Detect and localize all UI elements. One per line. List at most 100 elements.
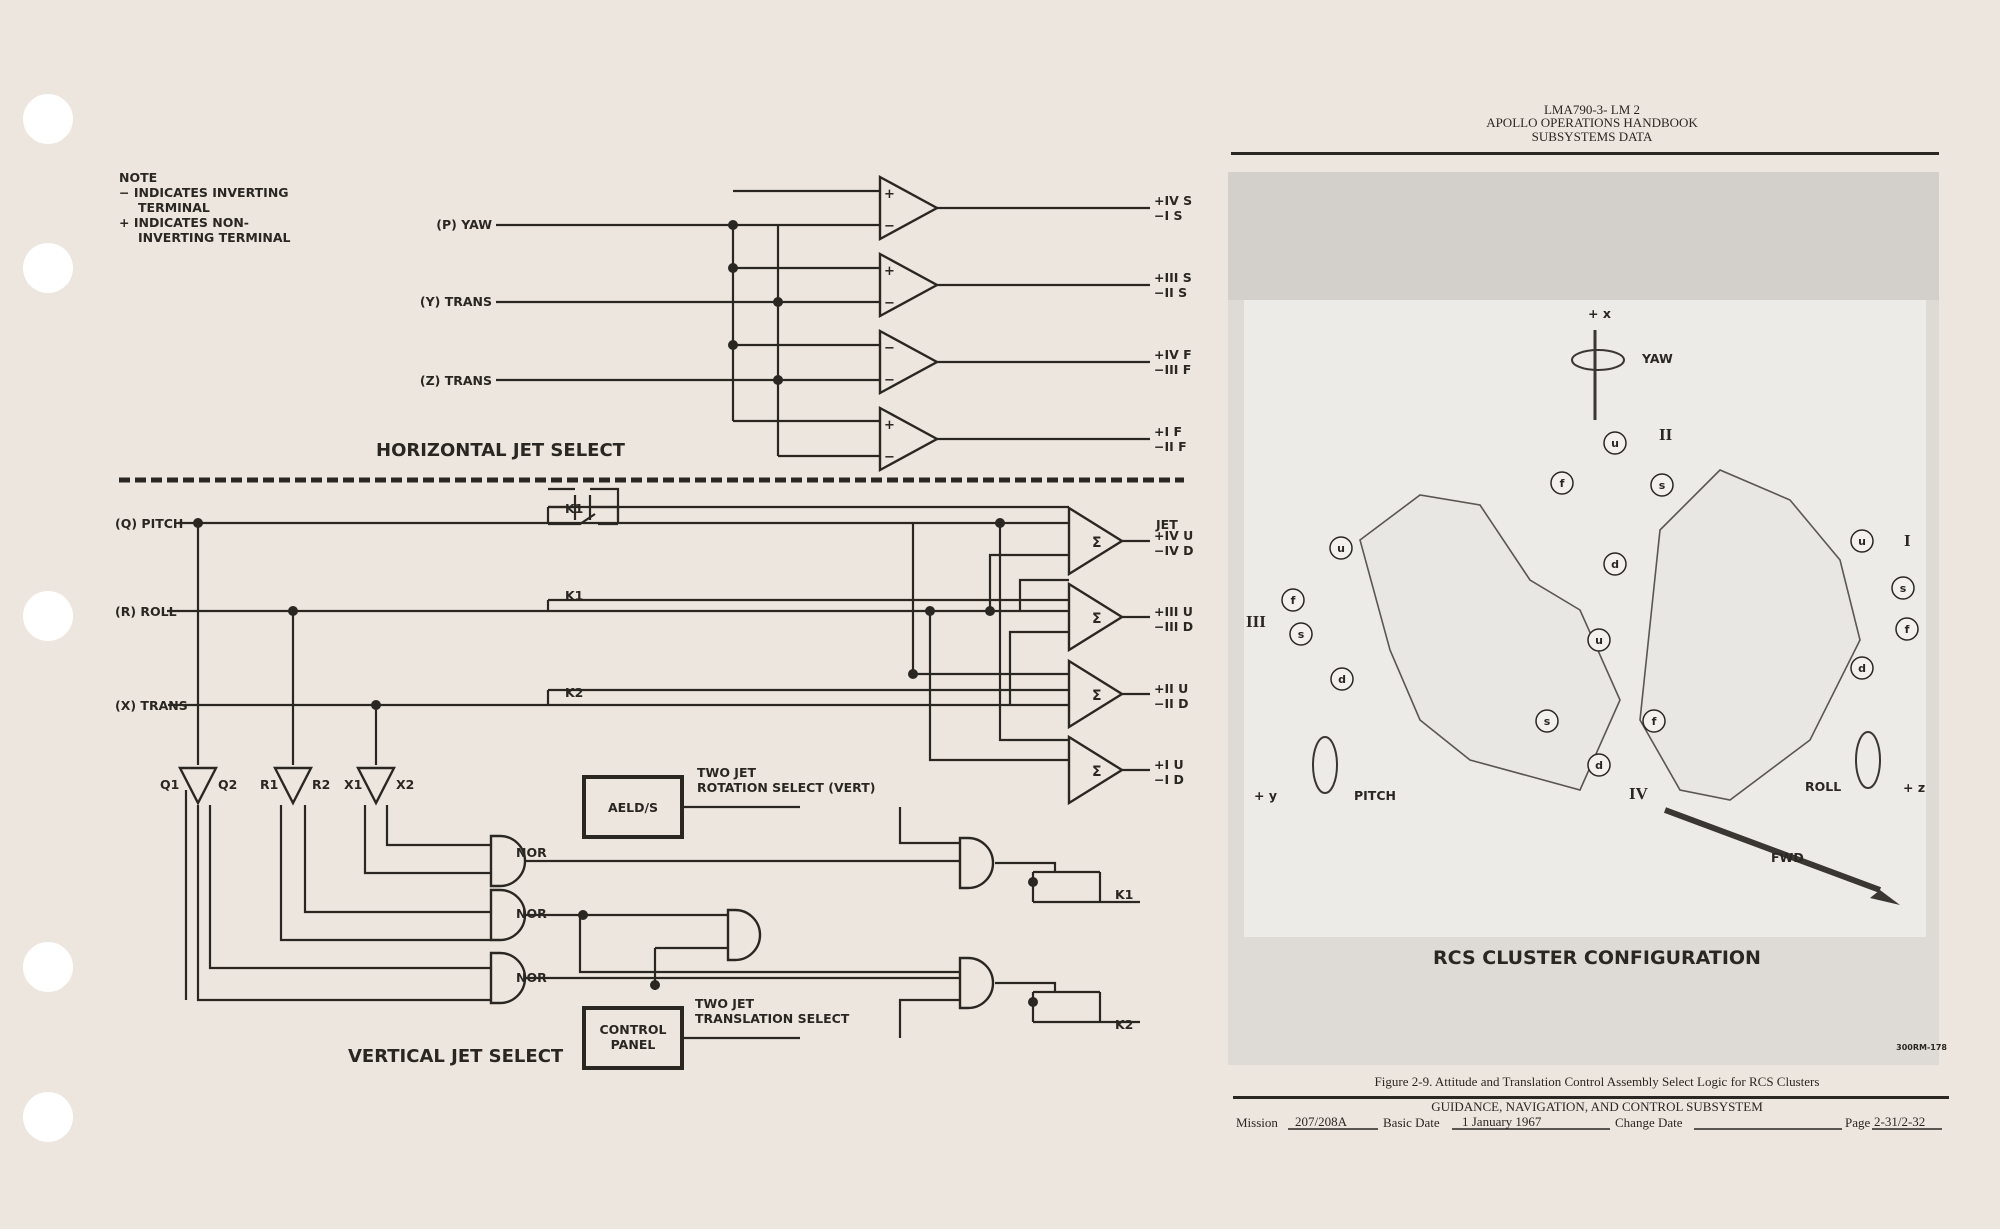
axis-label-roll: ROLL — [1805, 779, 1841, 794]
relay-label: K1 — [565, 588, 583, 603]
control-panel-box — [582, 1006, 684, 1070]
jet-output-label: +IV S — [1154, 193, 1192, 208]
control-panel-label: PANEL — [611, 1037, 656, 1052]
relay-output-label: K1 — [1115, 887, 1133, 902]
jet-label: f — [1560, 477, 1565, 490]
jet-output-label: −II F — [1154, 439, 1187, 454]
terminal-sign: + — [884, 264, 895, 279]
op-amp — [878, 174, 940, 242]
horizontal-title: HORIZONTAL JET SELECT — [376, 440, 626, 461]
jet-marker — [1587, 628, 1611, 652]
terminal-sign: − — [884, 450, 895, 465]
handbook-title: APOLLO OPERATIONS HANDBOOK — [1486, 115, 1698, 130]
axis-label-pitch: PITCH — [1354, 788, 1396, 803]
relay-label: K2 — [565, 685, 583, 700]
jet-output-label: +II U — [1154, 681, 1188, 696]
page-number: 2-31/2-32 — [1874, 1114, 1925, 1129]
jet-marker — [1603, 431, 1627, 455]
mission-value: 207/208A — [1295, 1114, 1348, 1129]
relay-output-label: K2 — [1115, 1017, 1133, 1032]
jet-marker — [1891, 576, 1915, 600]
logic-gates — [489, 834, 995, 1010]
jet-label: JET — [1155, 517, 1178, 532]
terminal-sign: + — [884, 418, 895, 433]
summing-amp — [1067, 658, 1125, 730]
buffer-label: X1 — [344, 777, 362, 792]
figure-caption: Figure 2-9. Attitude and Translation Con… — [1375, 1074, 1820, 1089]
sigma-symbol: Σ — [1092, 535, 1102, 551]
jet-output-label: +III S — [1154, 270, 1192, 285]
sigma-symbol: Σ — [1092, 611, 1102, 627]
vertical-title: VERTICAL JET SELECT — [348, 1046, 564, 1067]
jet-marker — [1281, 588, 1305, 612]
terminal-sign: + — [884, 187, 895, 202]
rcs-title: RCS CLUSTER CONFIGURATION — [1433, 947, 1761, 969]
buffer-label: R2 — [312, 777, 330, 792]
jet-output-label: −IV D — [1154, 543, 1194, 558]
jet-label: d — [1858, 662, 1866, 675]
jet-label: f — [1652, 715, 1657, 728]
translation-select-label: TWO JET — [695, 996, 754, 1011]
header-rule — [1231, 152, 1939, 155]
buffer-label: Q1 — [160, 777, 179, 792]
note-title: NOTE — [119, 170, 157, 185]
quad-label-iv: IV — [1629, 784, 1649, 803]
note-line: TERMINAL — [138, 200, 210, 215]
basic-date-label: Basic Date — [1383, 1115, 1440, 1130]
jet-output-label: −I S — [1154, 208, 1182, 223]
input-label-z-trans: (Z) TRANS — [420, 373, 492, 388]
jet-label: u — [1611, 437, 1619, 450]
jet-label: u — [1595, 634, 1603, 647]
binder-holes — [23, 94, 73, 1142]
jet-output-label: +III U — [1154, 604, 1193, 619]
input-label-roll: (R) ROLL — [115, 604, 177, 619]
vertical-jet-select: (Q) PITCH (R) ROLL (X) TRANS — [115, 220, 1194, 1070]
aelds-label: AELD/S — [608, 800, 658, 815]
nor-gate-label: NOR — [516, 845, 547, 860]
jet-output-label: +I U — [1154, 757, 1184, 772]
jet-marker — [1603, 552, 1627, 576]
junction-dots — [193, 220, 1038, 1007]
horizontal-jet-select: (P) YAW (Y) TRANS (Z) TRANS HORIZONTAL J… — [376, 174, 1192, 473]
op-amp — [878, 251, 940, 319]
jet-output-label: −II D — [1154, 696, 1189, 711]
nor-gate-label: NOR — [516, 906, 547, 921]
jet-output-label: −I D — [1154, 772, 1184, 787]
summing-amp — [1067, 505, 1125, 577]
jet-label: s — [1659, 479, 1666, 492]
translation-select-label: TRANSLATION SELECT — [695, 1011, 850, 1026]
horizontal-wiring — [496, 189, 880, 458]
jet-label: s — [1298, 628, 1305, 641]
input-label-yaw: (P) YAW — [436, 217, 492, 232]
note: NOTE − INDICATES INVERTING TERMINAL + IN… — [119, 170, 291, 245]
summing-amp — [1067, 581, 1125, 653]
jet-marker — [1850, 529, 1874, 553]
relay-contacts — [548, 487, 620, 526]
note-line: − INDICATES INVERTING — [119, 185, 289, 200]
jet-label: d — [1611, 558, 1619, 571]
jet-marker — [1329, 536, 1353, 560]
axis-label-fwd: FWD — [1771, 850, 1804, 865]
jet-marker — [1650, 473, 1674, 497]
axis-label-z: + z — [1903, 780, 1925, 795]
quad-label-iii: III — [1246, 612, 1266, 631]
jet-output-label: −II S — [1154, 285, 1187, 300]
buffer-label: Q2 — [218, 777, 237, 792]
jet-output-label: +IV F — [1154, 347, 1192, 362]
relay-label: K1 — [565, 501, 583, 516]
input-label-y-trans: (Y) TRANS — [420, 294, 492, 309]
jet-label: s — [1544, 715, 1551, 728]
jet-label: u — [1858, 535, 1866, 548]
doc-id: LMA790-3- LM 2 — [1544, 102, 1640, 117]
jet-marker — [1587, 753, 1611, 777]
nor-gate-label: NOR — [516, 970, 547, 985]
axis-label-yaw: YAW — [1641, 351, 1673, 366]
axis-label-x: + x — [1588, 306, 1611, 321]
control-panel-label: CONTROL — [599, 1022, 666, 1037]
footer-subsystem: GUIDANCE, NAVIGATION, AND CONTROL SUBSYS… — [1431, 1099, 1763, 1114]
jet-output-label: +IV U — [1154, 528, 1193, 543]
summing-amp — [1067, 734, 1125, 806]
